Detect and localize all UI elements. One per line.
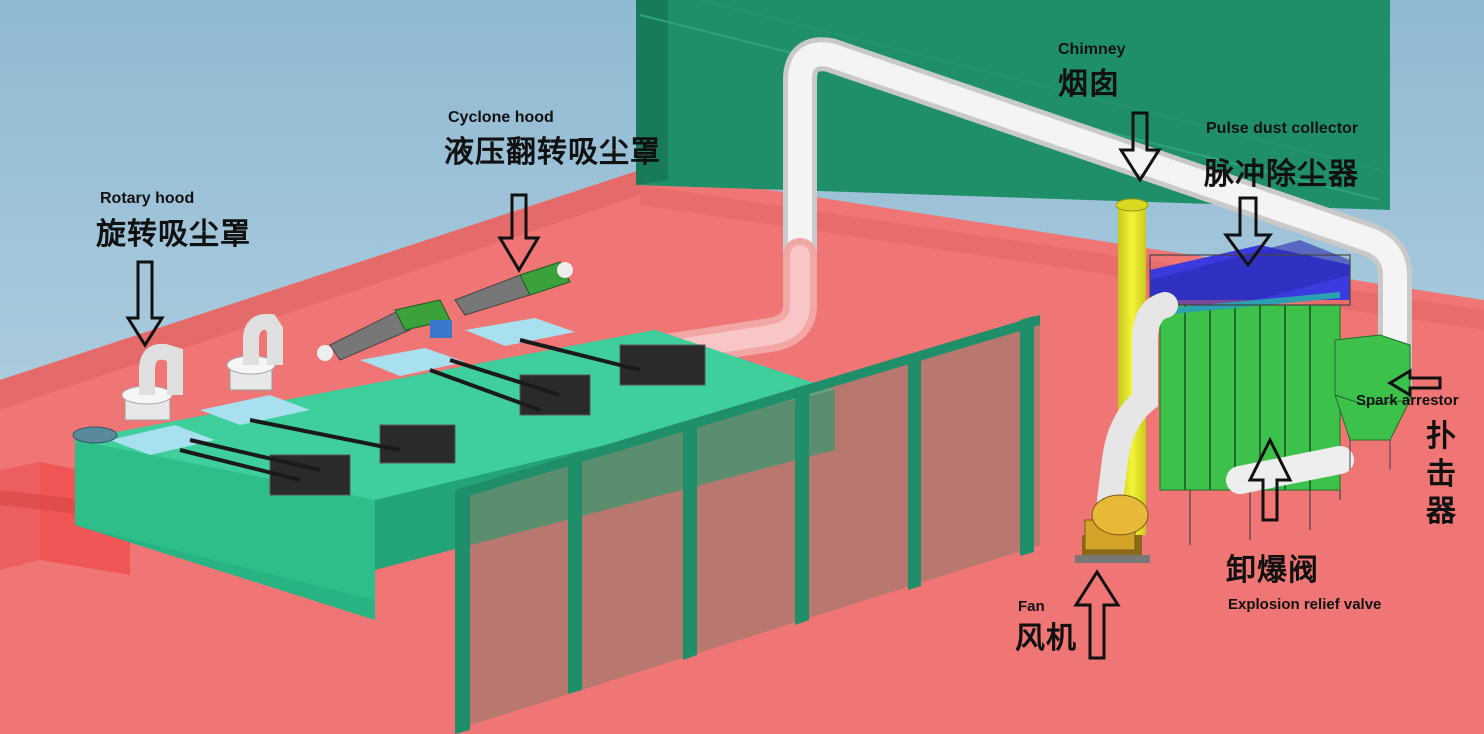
arrow-chimney (1118, 111, 1162, 183)
dust-collector-body (1149, 240, 1354, 545)
front-partition (455, 315, 1040, 730)
fan-label-zh: 风机 (1015, 621, 1077, 656)
explosion-relief-valve-label-zh: 卸爆阀 (1226, 553, 1319, 588)
chimney-label-en: Chimney (1058, 41, 1126, 58)
spark-arrestor-label-en: Spark arrestor (1356, 392, 1459, 409)
rotary-hood-label-en: Rotary hood (100, 190, 195, 207)
arrow-cyclone-hood (497, 193, 541, 273)
chimney-label-zh: 烟囱 (1058, 67, 1120, 102)
arrow-relief-valve (1247, 436, 1293, 522)
cyclone-hood-label-zh: 液压翻转吸尘罩 (444, 135, 661, 170)
spark-arrestor-label-zh: 扑击器 (1426, 419, 1456, 529)
fan-label-en: Fan (1018, 598, 1045, 615)
rotary-hood-label-zh: 旋转吸尘罩 (96, 217, 251, 252)
arrow-fan (1073, 569, 1121, 660)
pulse-dust-collector-label-en: Pulse dust collector (1206, 120, 1359, 137)
arrow-collector (1223, 196, 1273, 268)
cyclone-hood-label-en: Cyclone hood (448, 109, 554, 126)
arrow-rotary-hood (125, 260, 165, 348)
arrow-spark-arrestor (1387, 368, 1442, 398)
fan-unit (1075, 494, 1150, 563)
explosion-relief-valve-label-en: Explosion relief valve (1228, 596, 1382, 613)
pulse-dust-collector-label-zh: 脉冲除尘器 (1204, 157, 1359, 192)
